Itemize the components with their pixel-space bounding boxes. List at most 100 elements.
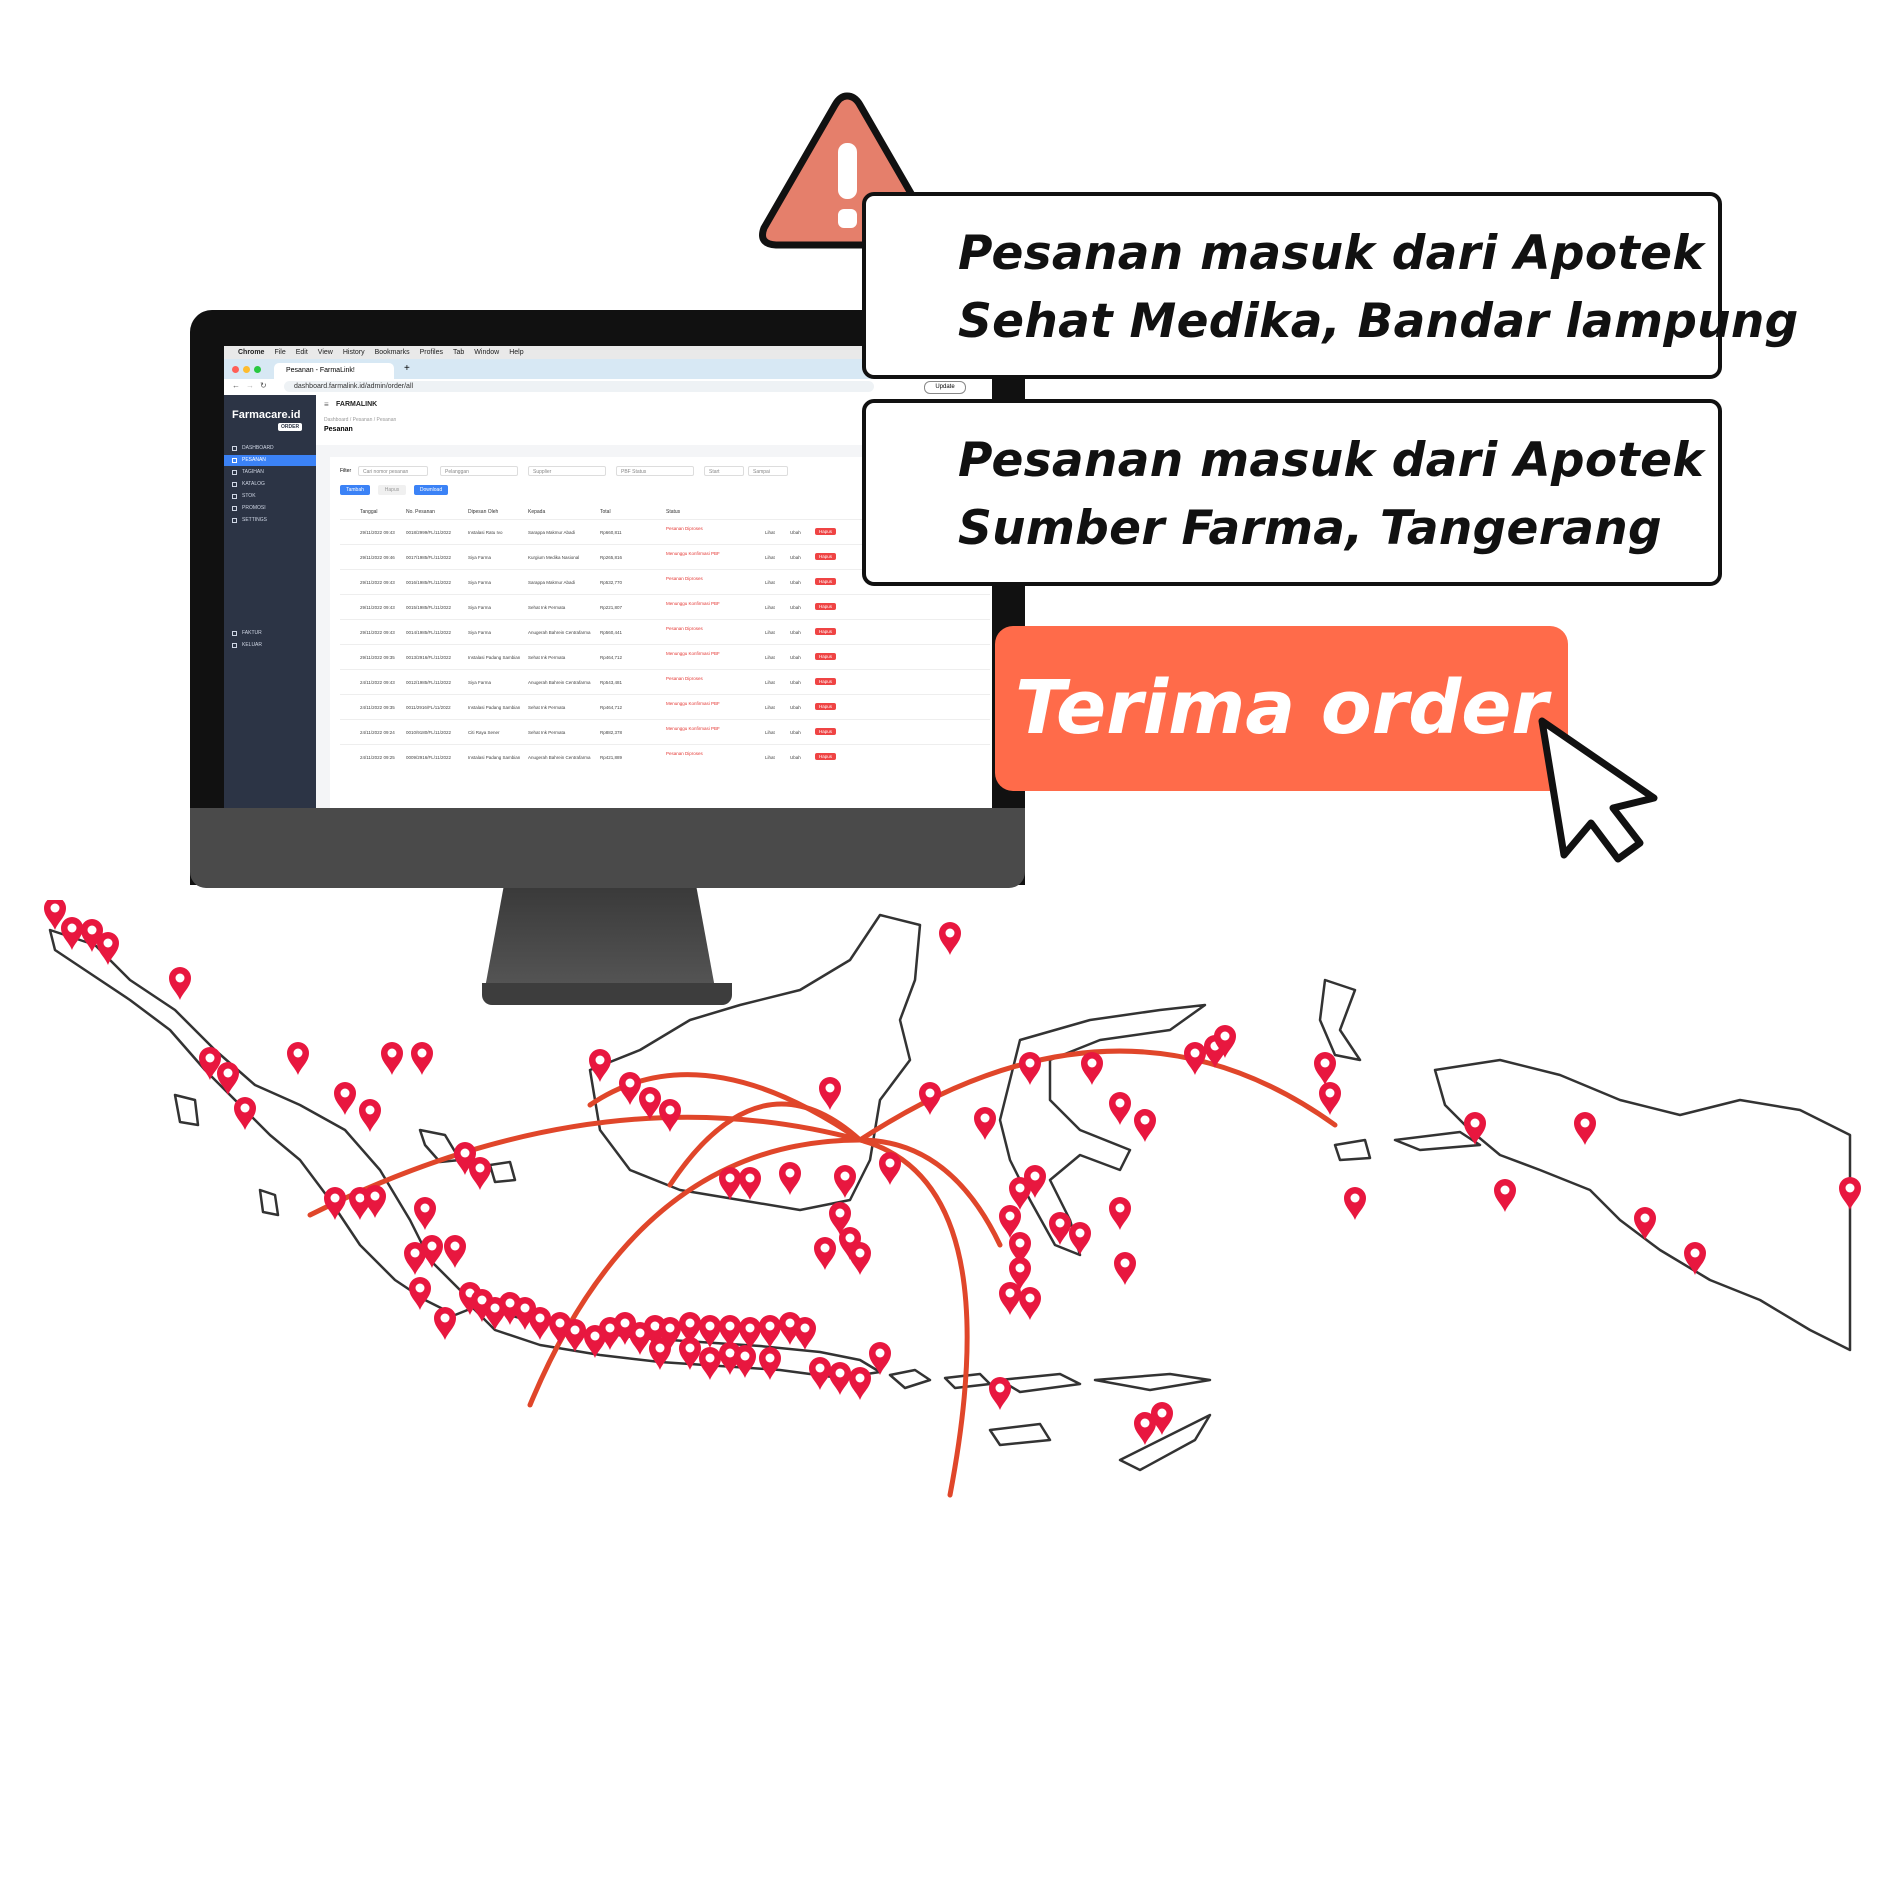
edit-button[interactable]: Ubah [790, 655, 801, 660]
delete-button[interactable]: Hapus [815, 653, 837, 660]
edit-button[interactable]: Ubah [790, 580, 801, 585]
update-button[interactable]: Update [924, 381, 966, 394]
sidebar-item-katalog[interactable]: KATALOG [224, 479, 316, 490]
view-button[interactable]: Lihat [765, 680, 775, 685]
map-pin-icon [1024, 1165, 1046, 1198]
table-cell-kepada: Anugerah Bahrein Centrafarma [528, 630, 591, 635]
map-pin-icon [679, 1337, 701, 1370]
edit-button[interactable]: Ubah [790, 755, 801, 760]
close-window-icon[interactable] [232, 366, 239, 373]
menubar-item[interactable]: Tab [452, 349, 465, 356]
delete-button[interactable]: Hapus [815, 678, 837, 685]
sidebar-item-pesanan[interactable]: PESANAN [224, 455, 316, 466]
view-button[interactable]: Lihat [765, 555, 775, 560]
menubar-item[interactable]: Edit [295, 349, 308, 356]
delete-button[interactable]: Hapus [815, 553, 837, 560]
menubar-item[interactable]: File [274, 349, 286, 356]
map-pin-icon [1839, 1177, 1861, 1210]
delete-button[interactable]: Hapus [815, 753, 837, 760]
view-button[interactable]: Lihat [765, 730, 775, 735]
table-cell-tanggal: 29/11/2022 09:43 [360, 580, 395, 585]
pbf-status-select[interactable]: PBF Status [616, 466, 694, 476]
catalog-icon [232, 482, 237, 487]
column-header-kepada[interactable]: Kepada [528, 509, 546, 515]
edit-button[interactable]: Ubah [790, 680, 801, 685]
delete-button[interactable]: Hapus [815, 528, 837, 535]
sidebar-item-stok[interactable]: STOK [224, 491, 316, 502]
url-field[interactable]: dashboard.farmalink.id/admin/order/all [284, 381, 874, 392]
pelanggan-select[interactable]: Pelanggan [440, 466, 518, 476]
column-header-dipesan-oleh[interactable]: Dipesan Oleh [468, 509, 499, 515]
edit-button[interactable]: Ubah [790, 630, 801, 635]
order-notification[interactable]: Pesanan masuk dari Apotek Sehat Medika, … [862, 192, 1798, 379]
download-button[interactable]: Download [414, 485, 448, 495]
delete-button[interactable]: Hapus [815, 578, 837, 585]
map-pin-icon [564, 1319, 586, 1352]
end-date-input[interactable]: Sampai [748, 466, 788, 476]
reload-icon[interactable]: ↻ [260, 381, 267, 390]
edit-button[interactable]: Ubah [790, 530, 801, 535]
edit-button[interactable]: Ubah [790, 730, 801, 735]
forward-icon[interactable]: → [246, 381, 254, 390]
back-icon[interactable]: ← [232, 381, 240, 390]
menubar-item[interactable]: Bookmarks [374, 349, 410, 356]
view-button[interactable]: Lihat [765, 630, 775, 635]
new-tab-icon[interactable]: + [404, 363, 410, 374]
delete-button[interactable]: Hapus [815, 728, 837, 735]
view-button[interactable]: Lihat [765, 705, 775, 710]
menubar-item[interactable]: History [342, 349, 365, 356]
map-pin-icon [699, 1315, 721, 1348]
edit-button[interactable]: Ubah [790, 605, 801, 610]
sidebar-item-faktur[interactable]: FAKTUR [224, 628, 316, 639]
sidebar-item-keluar[interactable]: KELUAR [224, 640, 316, 651]
sidebar-item-settings[interactable]: SETTINGS [224, 515, 316, 526]
tambah-button[interactable]: Tambah [340, 485, 370, 495]
column-header-total[interactable]: Total [600, 509, 611, 515]
delete-button[interactable]: Hapus [815, 603, 837, 610]
search-input[interactable]: Cari nomor pesanan [358, 466, 428, 476]
view-button[interactable]: Lihat [765, 530, 775, 535]
column-header-no-pesanan[interactable]: No. Pesanan [406, 509, 435, 515]
browser-tab[interactable]: Pesanan - FarmaLink! [274, 363, 394, 379]
menubar-item[interactable]: Help [509, 349, 524, 356]
menubar-item[interactable]: Window [474, 349, 500, 356]
sidebar-item-promosi[interactable]: PROMOSI [224, 503, 316, 514]
delete-button[interactable]: Hapus [815, 628, 837, 635]
edit-button[interactable]: Ubah [790, 555, 801, 560]
order-notification[interactable]: Pesanan masuk dari Apotek Sumber Farma, … [862, 399, 1722, 586]
map-pin-icon [217, 1062, 239, 1095]
accept-order-button[interactable]: Terima order [995, 626, 1568, 791]
edit-button[interactable]: Ubah [790, 705, 801, 710]
minimize-window-icon[interactable] [243, 366, 250, 373]
column-header-tanggal[interactable]: Tanggal [360, 509, 378, 515]
map-pin-icon [1109, 1092, 1131, 1125]
menubar-item[interactable]: Chrome [238, 349, 265, 356]
hapus-button[interactable]: Hapus [378, 485, 406, 495]
supplier-select[interactable]: Supplier [528, 466, 606, 476]
delete-button[interactable]: Hapus [815, 703, 837, 710]
map-pin-icon [1019, 1052, 1041, 1085]
sidebar-item-dashboard[interactable]: DASHBOARD [224, 443, 316, 454]
view-button[interactable]: Lihat [765, 580, 775, 585]
island-timor [1118, 1413, 1212, 1472]
start-date-input[interactable]: Start [704, 466, 744, 476]
view-button[interactable]: Lihat [765, 605, 775, 610]
maximize-window-icon[interactable] [254, 366, 261, 373]
view-button[interactable]: Lihat [765, 755, 775, 760]
menubar-item[interactable]: Profiles [419, 349, 443, 356]
menubar-item[interactable]: View [317, 349, 333, 356]
view-button[interactable]: Lihat [765, 655, 775, 660]
column-header-status[interactable]: Status [666, 509, 681, 515]
menu-icon[interactable]: ≡ [324, 400, 329, 409]
sidebar-item-tagihan[interactable]: TAGIHAN [224, 467, 316, 478]
